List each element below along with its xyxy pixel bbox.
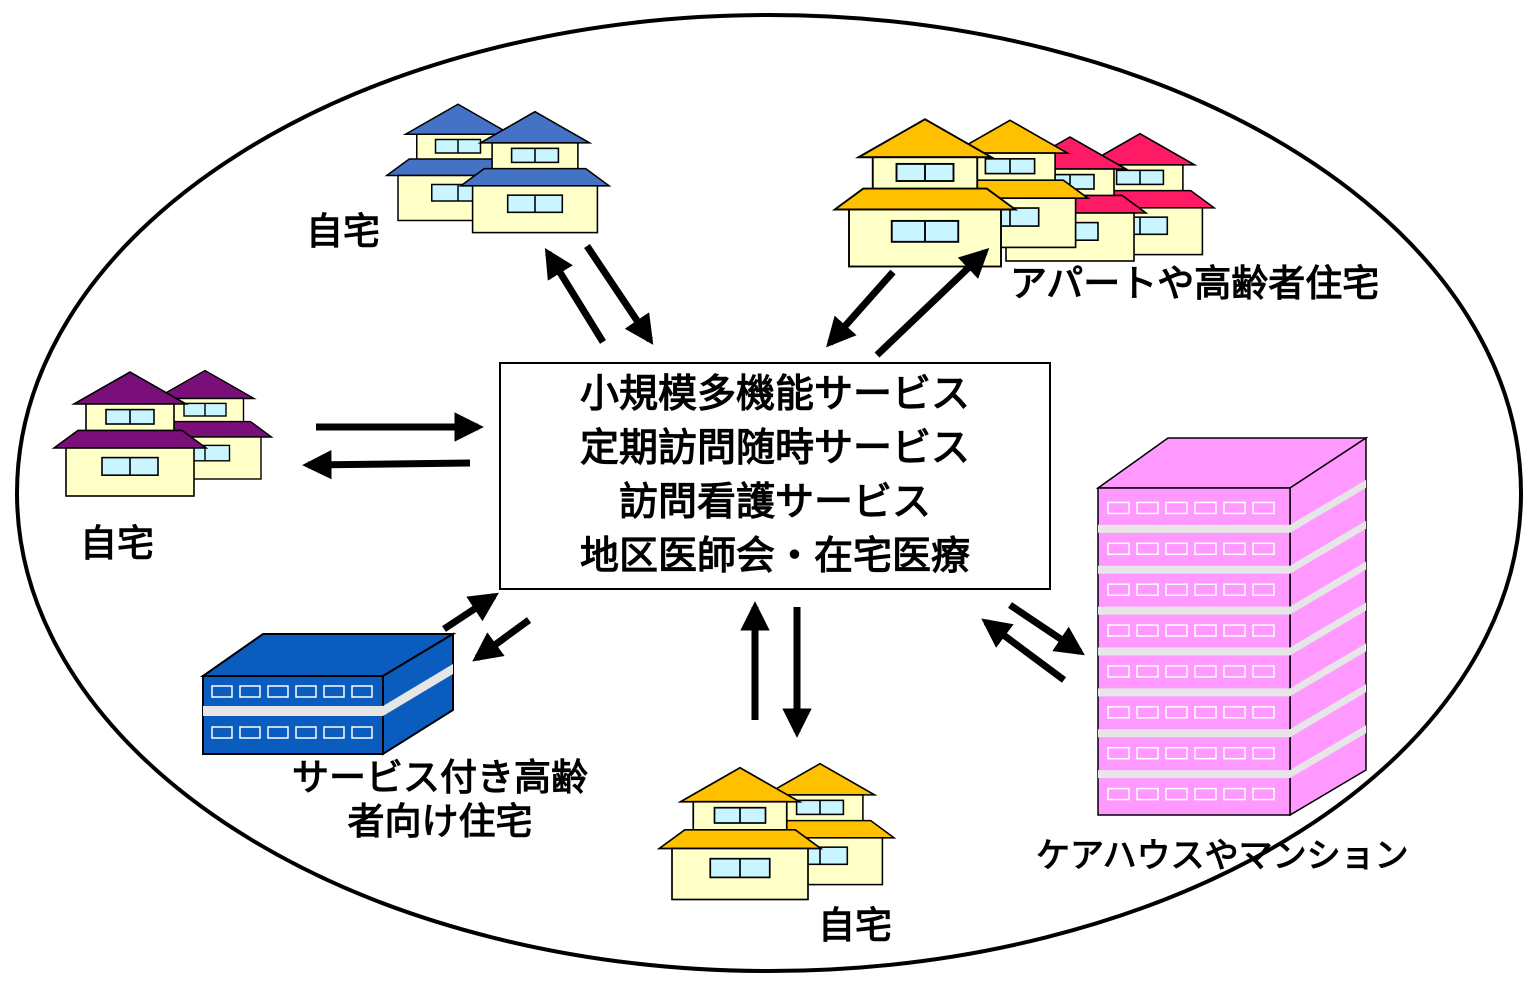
- label-home-left: 自宅: [80, 522, 154, 565]
- service-line-3: 訪問看護サービス: [618, 480, 931, 525]
- label-home-top: 自宅: [306, 210, 380, 253]
- house-top-icon: [386, 103, 610, 234]
- service-line-4: 地区医師会・在宅医療: [579, 534, 970, 579]
- label-carehouse: ケアハウスやマンション: [1036, 836, 1409, 876]
- arrow-ch-up: [981, 618, 1067, 683]
- label-service-housing: サービス付き高齢 者向け住宅: [262, 756, 618, 844]
- community-ellipse: [15, 13, 1523, 973]
- arrow-sh-up: [442, 592, 499, 632]
- house-bottom-icon: [658, 762, 895, 901]
- arrow-top-up: [544, 247, 606, 344]
- house-left-icon: [53, 369, 273, 497]
- service-housing-building-icon: [199, 632, 457, 756]
- apartment-icon: [833, 118, 1215, 268]
- service-line-2: 定期訪問随時サービス: [579, 426, 970, 471]
- arrow-apt-down: [826, 269, 896, 348]
- services-box: 小規模多機能サービス 定期訪問随時サービス 訪問看護サービス 地区医師会・在宅医…: [499, 362, 1051, 590]
- label-service-housing-line1: サービス付き高齢: [292, 756, 588, 799]
- service-line-1: 小規模多機能サービス: [579, 372, 970, 417]
- arrow-apt-up: [874, 247, 990, 358]
- arrows: [302, 244, 1085, 738]
- arrow-left-left: [302, 450, 471, 480]
- arrow-top-down: [584, 244, 654, 345]
- carehouse-building-icon: [1095, 436, 1369, 817]
- arrow-ch-down: [1008, 602, 1085, 656]
- arrow-sh-down: [472, 617, 532, 662]
- label-apartment: アパートや高齢者住宅: [1010, 262, 1380, 305]
- label-service-housing-line2: 者向け住宅: [347, 800, 533, 843]
- label-home-bottom: 自宅: [818, 904, 892, 947]
